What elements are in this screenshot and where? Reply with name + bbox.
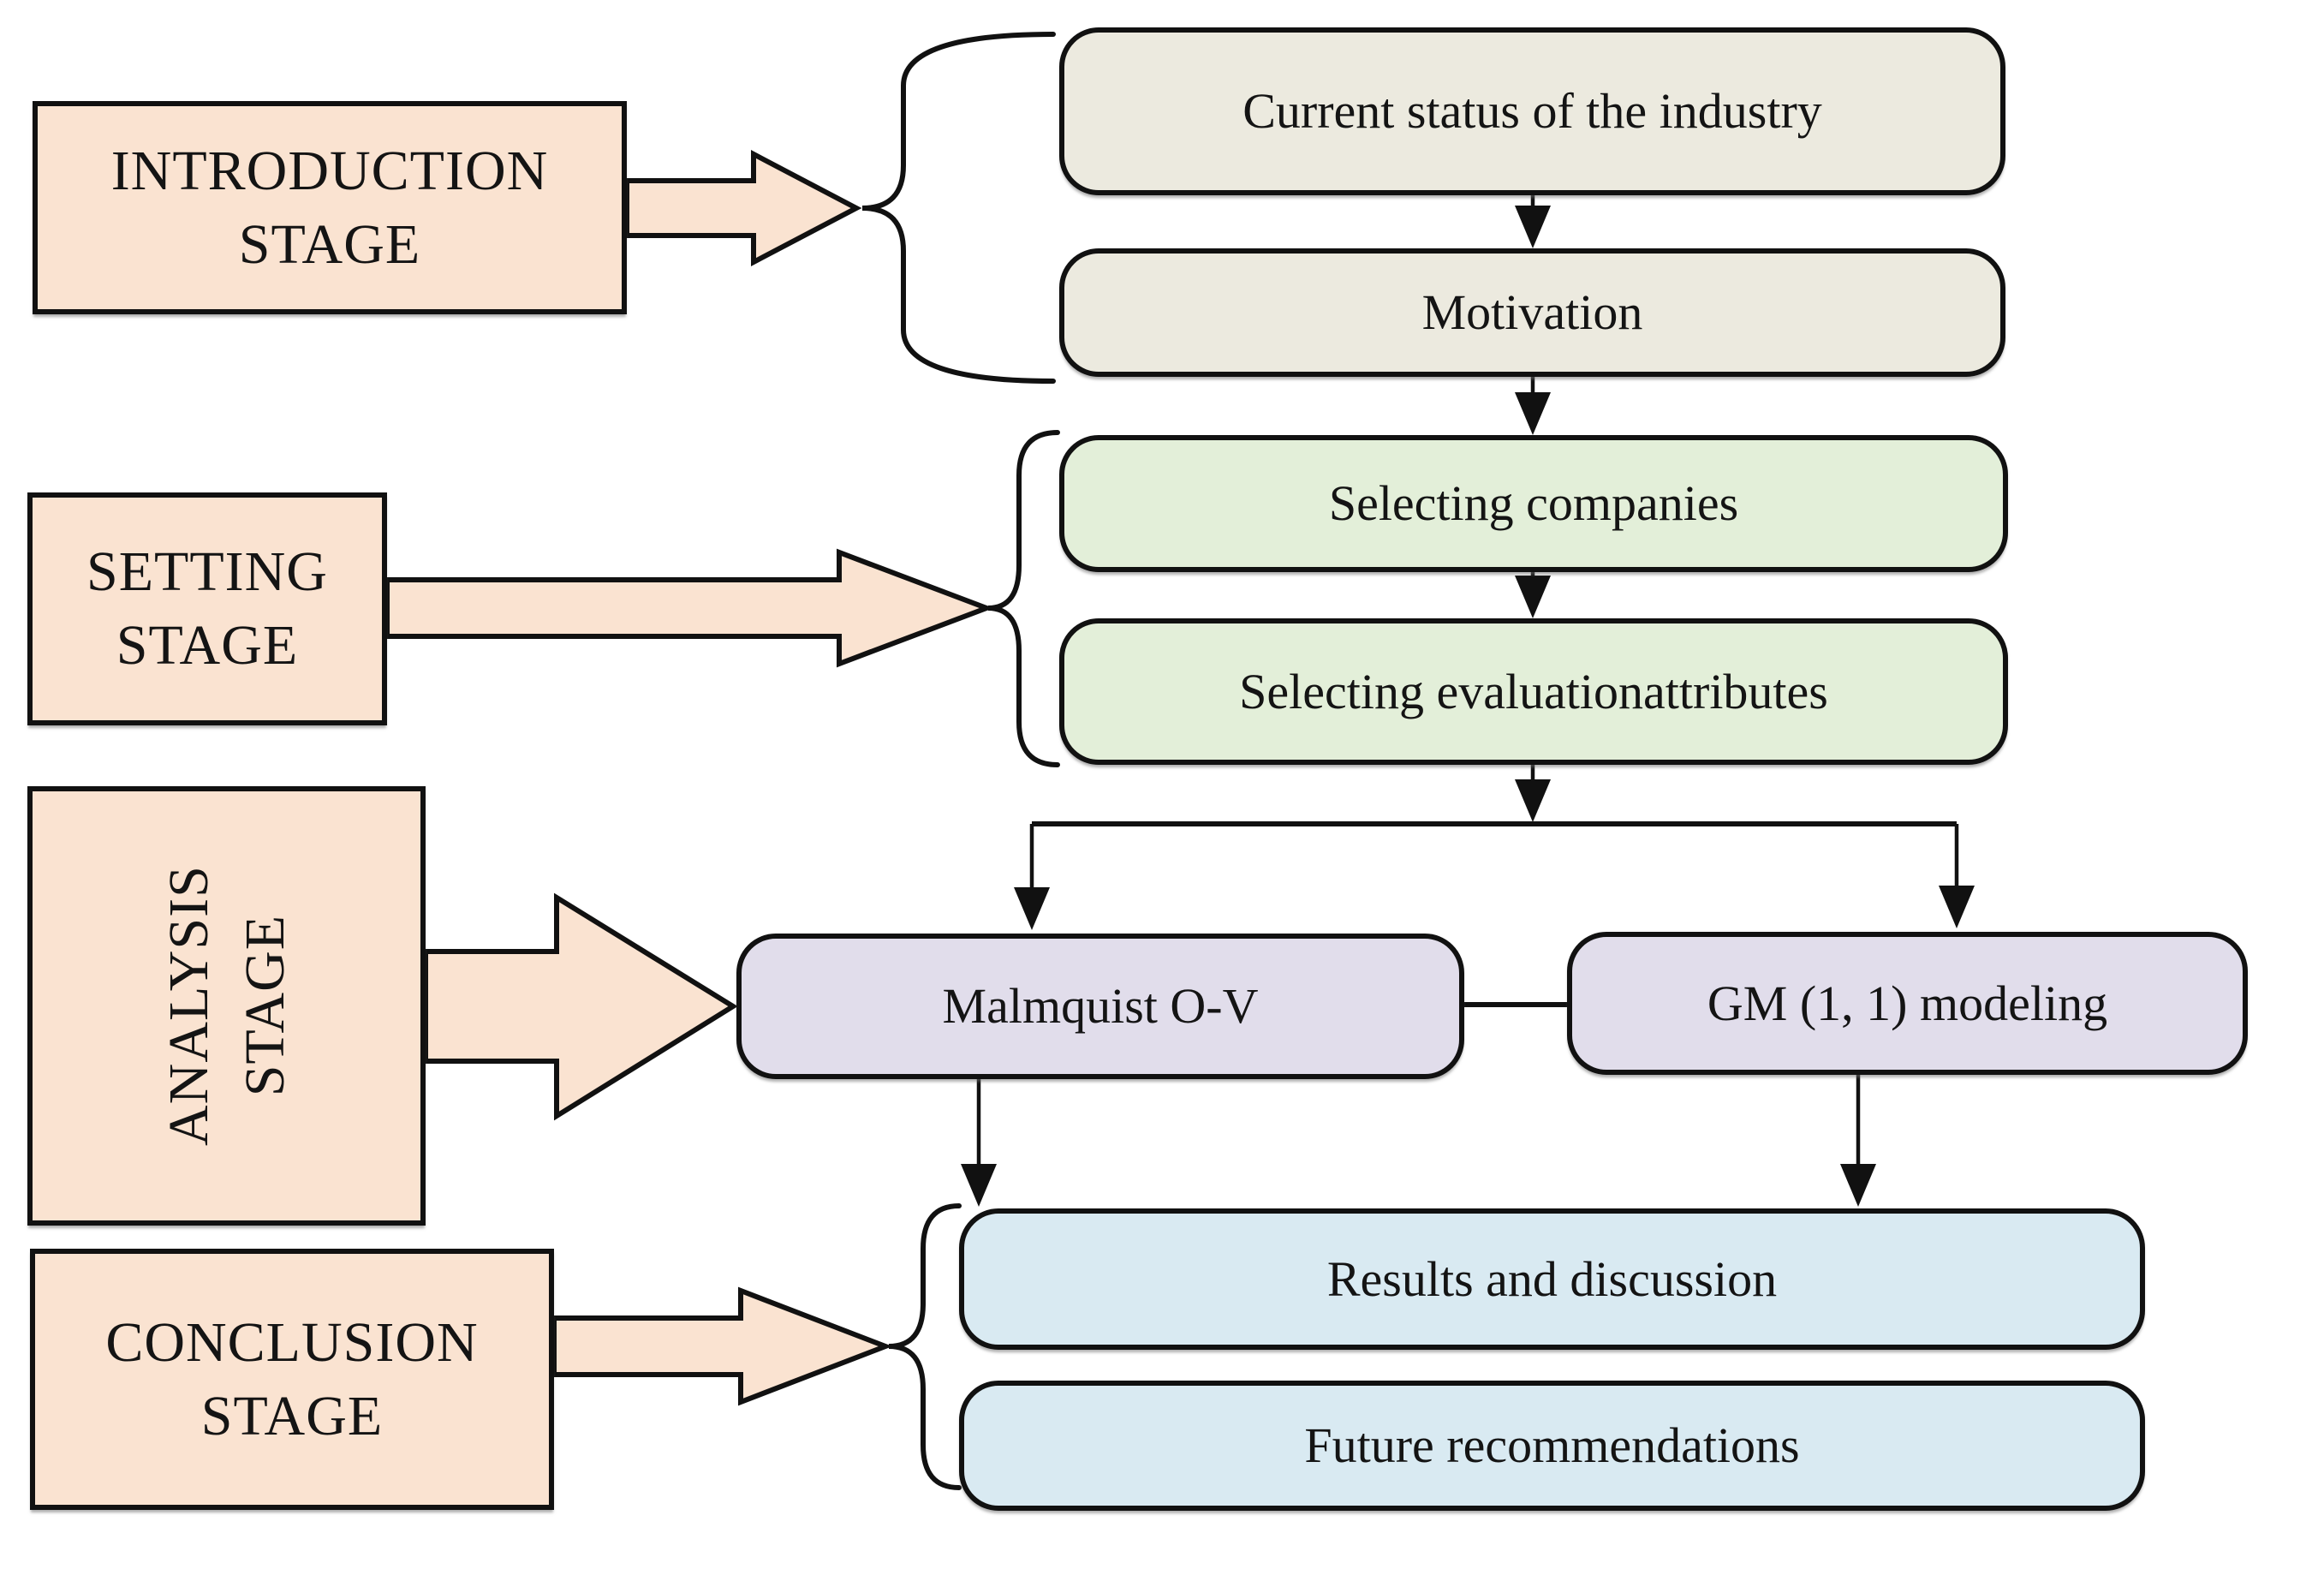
stage-analysis-line1: ANALYSIS [157, 865, 220, 1147]
stage-analysis-vertical-text: ANALYSIS STAGE [150, 866, 302, 1147]
branch-left-head [1014, 887, 1050, 930]
stage-box-setting: SETTING STAGE [27, 492, 387, 725]
branch-right-head [1939, 886, 1975, 928]
flow-box-malmquist: Malmquist O-V [736, 934, 1464, 1079]
stage-conclusion-line1: CONCLUSION [105, 1310, 479, 1374]
flow-box-motivation: Motivation [1059, 248, 2005, 377]
block-arrow-analysis [423, 892, 738, 1121]
block-arrow-conclusion [551, 1286, 893, 1406]
flow-box-results-label: Results and discussion [1326, 1250, 1778, 1307]
flow-box-gm-modeling-label: GM (1, 1) modeling [1707, 975, 2108, 1031]
block-arrow-introduction [624, 150, 862, 266]
arrow-attributes-to-split-head [1515, 779, 1551, 822]
flow-box-current-status-label: Current status of the industry [1242, 83, 1822, 140]
arrow-gm-to-results-head [1840, 1164, 1876, 1207]
flow-box-current-status: Current status of the industry [1059, 27, 2005, 195]
brace-setting-group [987, 430, 1060, 767]
flow-box-motivation-label: Motivation [1421, 284, 1643, 341]
arrow-malmquist-to-results-head [961, 1164, 997, 1207]
flow-box-results: Results and discussion [959, 1208, 2145, 1350]
arrow-motivation-to-companies-head [1515, 392, 1551, 435]
flow-box-selecting-companies: Selecting companies [1059, 435, 2008, 572]
arrow-companies-to-attributes-head [1515, 576, 1551, 618]
stage-setting-line2: STAGE [116, 614, 299, 677]
flow-box-selecting-attributes-label: Selecting evaluationattributes [1239, 663, 1828, 719]
flow-box-future-recommendations: Future recommendations [959, 1381, 2145, 1511]
stage-introduction-line1: INTRODUCTION [110, 139, 549, 202]
flow-box-selecting-companies-label: Selecting companies [1328, 475, 1739, 532]
stage-box-analysis: ANALYSIS STAGE [27, 786, 426, 1226]
flow-box-gm-modeling: GM (1, 1) modeling [1567, 932, 2248, 1075]
stage-introduction-line2: STAGE [238, 212, 421, 276]
stage-analysis-line2: STAGE [233, 915, 296, 1097]
stage-box-introduction: INTRODUCTION STAGE [33, 101, 627, 314]
flow-box-future-recommendations-label: Future recommendations [1304, 1417, 1800, 1474]
flow-box-malmquist-label: Malmquist O-V [942, 978, 1259, 1035]
block-arrow-setting [384, 548, 994, 668]
flow-box-selecting-attributes: Selecting evaluationattributes [1059, 618, 2008, 765]
stage-conclusion-line2: STAGE [200, 1384, 384, 1447]
brace-conclusion-group [888, 1203, 962, 1490]
brace-introduction-group [861, 32, 1056, 384]
stage-box-conclusion: CONCLUSION STAGE [30, 1249, 554, 1510]
stage-setting-line1: SETTING [86, 540, 328, 604]
arrow-current-to-motivation-head [1515, 206, 1551, 248]
